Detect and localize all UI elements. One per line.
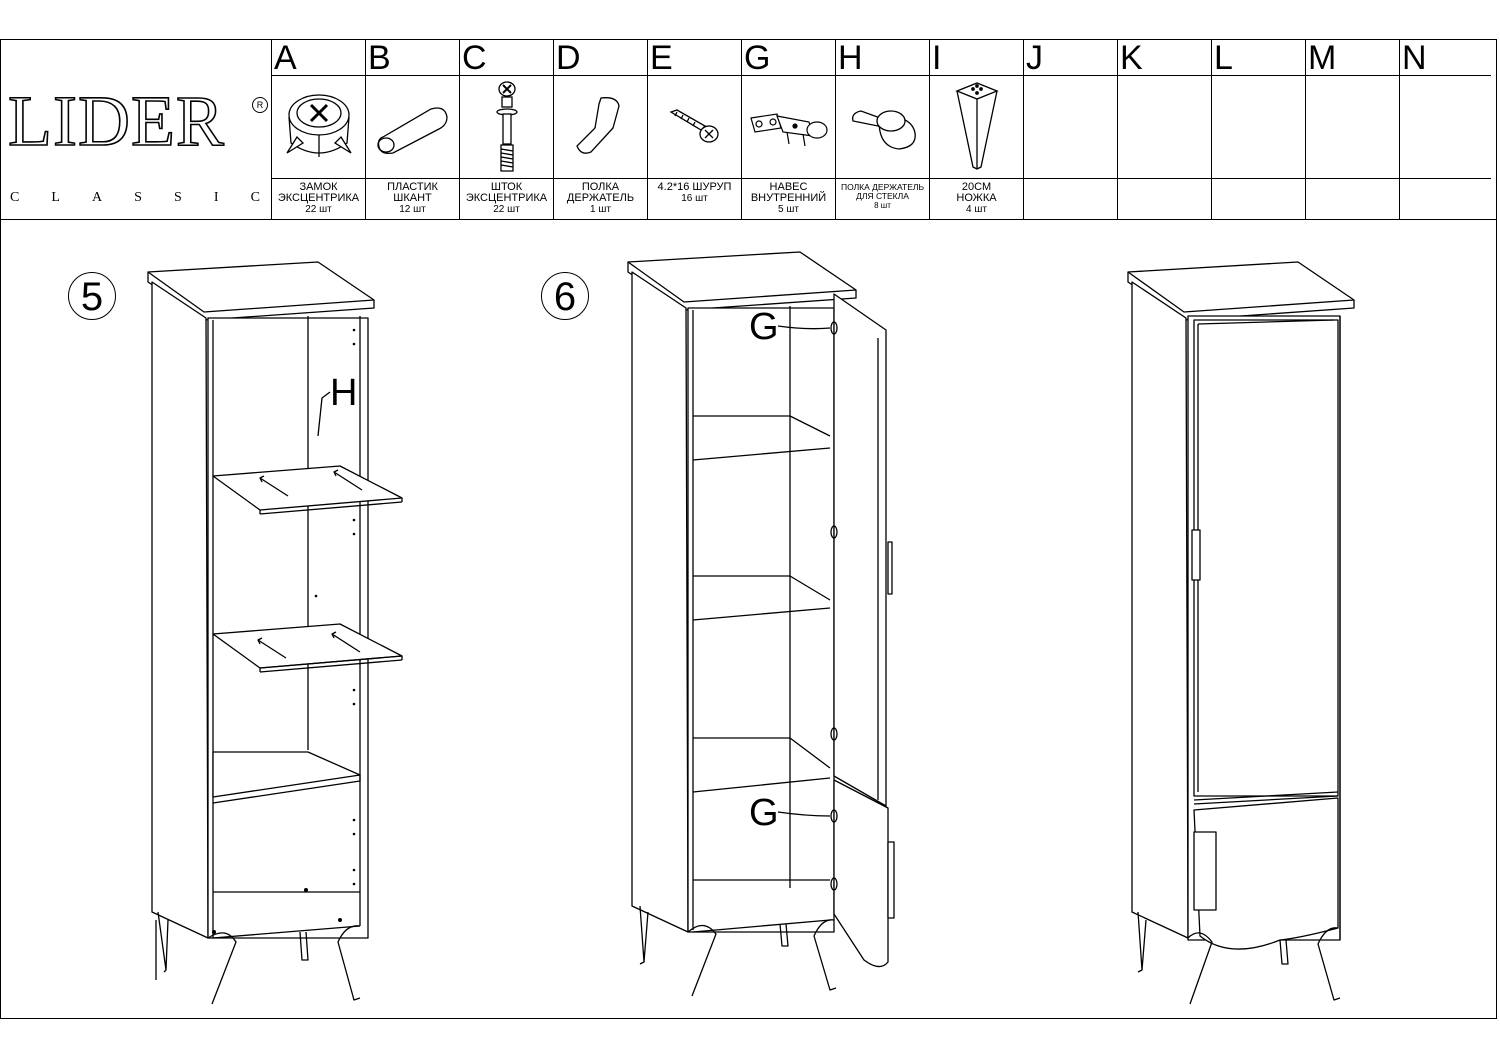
part-letter: B [366,39,459,77]
cabinet-assembled [1127,261,1355,1005]
part-name-line: ЭКСЦЕНТРИКА [277,192,360,204]
glass-shelf-holder-icon [836,76,929,179]
cabinet-step-5 [147,261,403,1005]
part-name-line: НОЖКА [956,192,997,204]
part-label [1118,179,1211,219]
part-letter: K [1118,39,1211,77]
step-number-5: 5 [68,272,116,320]
part-quantity: 22 шт [305,204,332,215]
part-letter: D [554,39,647,77]
step-number-6: 6 [541,272,589,320]
part-column-l: L [1212,39,1306,219]
part-column-j: J [1024,39,1118,219]
part-letter: N [1400,39,1491,77]
screw-icon [648,76,741,179]
part-icon-empty [1212,76,1305,179]
logo-brand-text: LIDER [7,81,225,161]
part-letter: A [272,39,365,77]
part-column-k: K [1118,39,1212,219]
part-name-line: ПЛАСТИК [387,181,438,193]
cabinet-step-6 [627,251,895,997]
part-name-line: ЭКСЦЕНТРИКА [465,192,548,204]
sheet-frame [0,39,1497,1019]
part-label [1212,179,1305,219]
part-quantity: 22 шт [493,204,520,215]
part-name-line: ЗАМОК [299,181,338,193]
part-name-line: ДЛЯ СТЕКЛА [856,191,909,201]
part-letter: L [1212,39,1305,77]
part-quantity: 12 шт [399,204,426,215]
part-quantity: 4 шт [966,204,987,215]
part-quantity: 5 шт [778,204,799,215]
part-icon-empty [1118,76,1211,179]
part-letter: G [742,39,835,77]
brand-logo: LIDER R C L A S S I C [0,39,272,219]
part-quantity: 16 шт [681,193,708,204]
assembly-drawing: 5 H 6 G G [0,220,1497,1018]
furniture-leg-icon [930,76,1023,179]
part-label [1400,179,1491,219]
part-quantity: 8 шт [874,201,891,210]
part-letter: C [460,39,553,77]
part-name-line: ВНУТРЕННИЙ [750,192,827,204]
part-icon-empty [1400,76,1491,179]
callout-g-lower: G [749,792,779,834]
part-name-line: ПОЛКА [581,181,620,193]
part-name-line: ПОЛКА ДЕРЖАТЕЛЬ [840,182,925,192]
cam-bolt-icon [460,76,553,179]
part-label [1306,179,1399,219]
callout-g-upper: G [749,306,779,348]
part-name-line: НАВЕС [769,181,808,193]
hinge-icon [742,76,835,179]
part-name-line: 4.2*16 ШУРУП [657,181,732,193]
part-icon-empty [1306,76,1399,179]
part-name-line: ШКАНТ [393,192,432,204]
part-icon-empty [1024,76,1117,179]
part-name-line: ШТОК [490,181,523,193]
part-name-line: 20СМ [961,181,992,193]
wooden-dowel-icon [366,76,459,179]
part-column-n: N [1400,39,1491,219]
logo-subtitle: C L A S S I C [10,190,260,205]
part-letter: E [648,39,741,77]
registered-mark: R [252,97,268,113]
shelf-support-icon [554,76,647,179]
part-letter: I [930,39,1023,77]
part-letter: H [836,39,929,77]
assembly-illustration [147,251,1355,1005]
part-label [1024,179,1117,219]
part-letter: J [1024,39,1117,77]
part-column-m: M [1306,39,1400,219]
cam-lock-icon [272,76,365,179]
part-quantity: 1 шт [590,204,611,215]
part-letter: M [1306,39,1399,77]
part-name-line: ДЕРЖАТЕЛЬ [566,192,635,204]
callout-h: H [330,372,358,414]
